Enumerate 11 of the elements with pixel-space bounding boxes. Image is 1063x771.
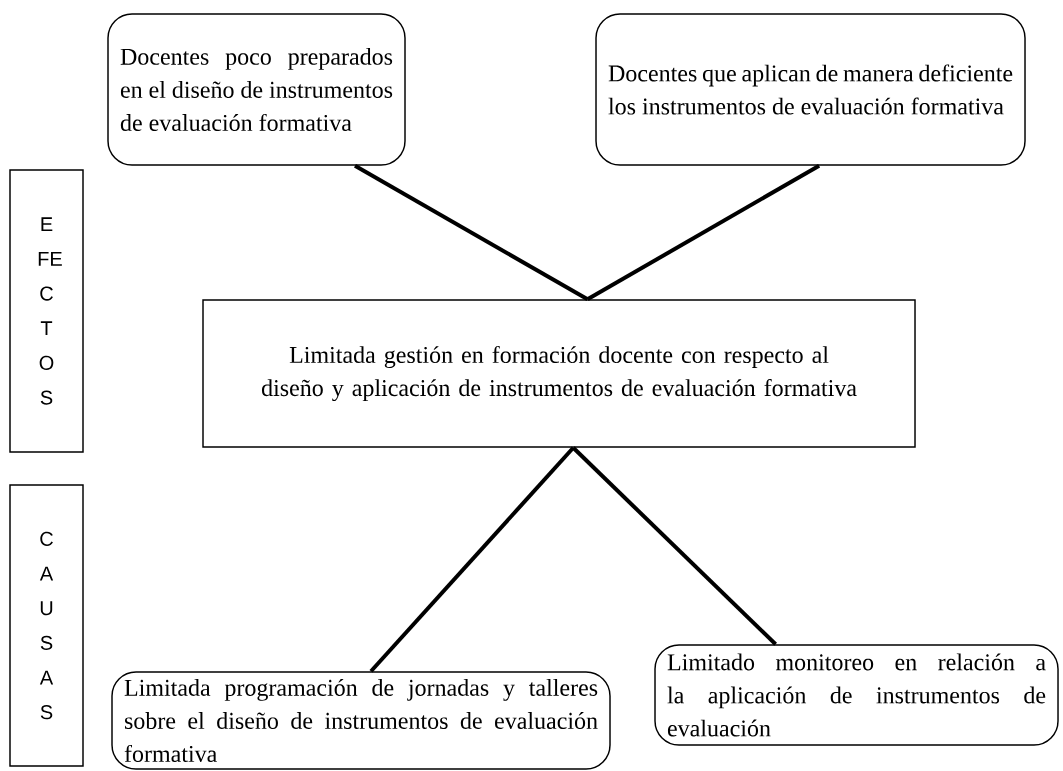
rounded-box: Limitado monitoreo en relación a la aplicación de instrumentos de evaluación [654,644,1059,746]
connector-line [571,446,777,646]
rounded-box: Limitada programación de jornadas y talleres sobre el diseño de instrumentos de evaluación formativa [111,671,611,770]
side-label-box: C A U S A S [9,484,84,767]
rounded-box: Docentes que aplican de manera deficiente los instrumentos de evaluación formativa [595,13,1026,166]
problem-box: Limitada gestión en formación docente con respecto al diseño y aplicación de instrumentos de evaluación formativa [202,299,916,448]
connector-line [354,164,589,301]
connector-line [586,164,821,301]
connector-line [369,446,575,673]
side-label-box: E FE C T O S [9,169,84,453]
rounded-box: Docentes poco preparados en el diseño de instrumentos de evaluación formativa [107,13,406,166]
